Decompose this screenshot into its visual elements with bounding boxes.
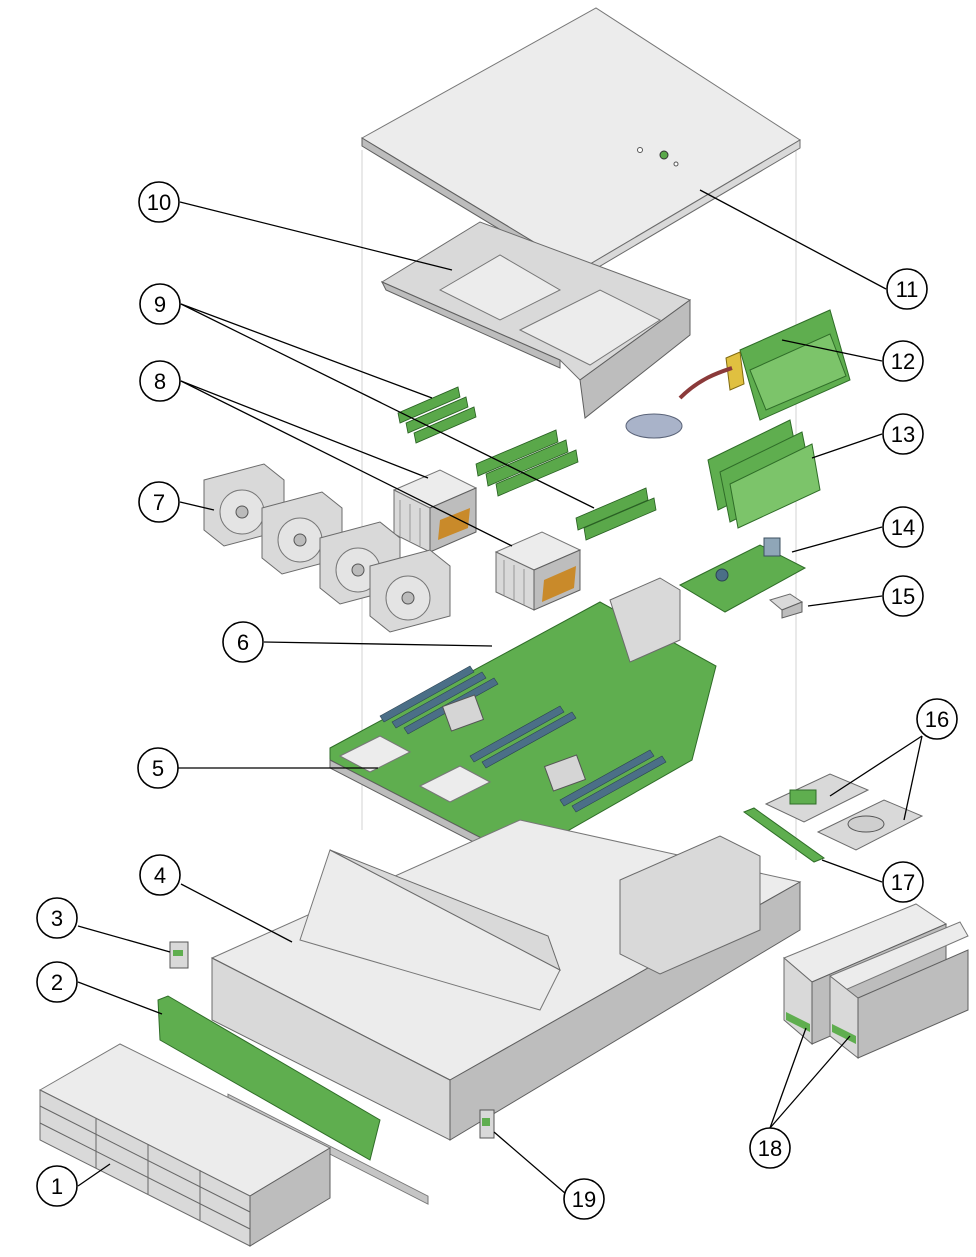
callout-12: 12 bbox=[882, 340, 924, 382]
pcie-riser-assembly bbox=[625, 309, 851, 439]
top-cover bbox=[361, 7, 801, 279]
pcie-cards bbox=[707, 419, 821, 529]
callout-4: 4 bbox=[139, 854, 181, 896]
disk-backplane bbox=[157, 995, 381, 1161]
callout-9-label: 9 bbox=[154, 292, 166, 317]
internal-board bbox=[678, 537, 807, 613]
leader-lines bbox=[77, 189, 923, 1195]
callout-18: 18 bbox=[749, 1127, 791, 1169]
right-control-panel bbox=[479, 1109, 495, 1139]
heatsink-2 bbox=[494, 531, 582, 611]
callout-12-label: 12 bbox=[891, 349, 915, 374]
callout-3: 3 bbox=[36, 897, 78, 939]
callout-15: 15 bbox=[882, 575, 924, 617]
usb-flash-drive bbox=[768, 593, 804, 619]
callout-4-label: 4 bbox=[154, 863, 166, 888]
callout-19-label: 19 bbox=[572, 1187, 596, 1212]
callout-7-label: 7 bbox=[153, 490, 165, 515]
callout-8: 8 bbox=[139, 360, 181, 402]
callout-6: 6 bbox=[222, 621, 264, 663]
callout-10: 10 bbox=[138, 181, 180, 223]
left-control-panel bbox=[169, 941, 189, 969]
callout-10-label: 10 bbox=[147, 190, 171, 215]
callout-13: 13 bbox=[882, 413, 924, 455]
callout-16-label: 16 bbox=[925, 707, 949, 732]
callout-8-label: 8 bbox=[154, 369, 166, 394]
rear-drive-backplane bbox=[742, 807, 826, 863]
callout-15-label: 15 bbox=[891, 584, 915, 609]
fan-modules bbox=[203, 463, 451, 633]
callout-3-label: 3 bbox=[51, 906, 63, 931]
callout-14: 14 bbox=[882, 506, 924, 548]
heatsink-1 bbox=[392, 469, 478, 553]
callout-2: 2 bbox=[36, 961, 78, 1003]
dimm-modules bbox=[397, 386, 657, 541]
callout-9: 9 bbox=[139, 283, 181, 325]
callout-13-label: 13 bbox=[891, 422, 915, 447]
callout-18-label: 18 bbox=[758, 1136, 782, 1161]
power-supplies bbox=[783, 903, 969, 1060]
callout-17-label: 17 bbox=[891, 870, 915, 895]
callout-6-label: 6 bbox=[237, 630, 249, 655]
callout-16: 16 bbox=[916, 698, 958, 740]
callout-5-label: 5 bbox=[152, 756, 164, 781]
callout-19: 19 bbox=[563, 1178, 605, 1220]
callout-11-label: 11 bbox=[896, 277, 919, 302]
motherboard-assembly bbox=[329, 577, 717, 867]
callout-5: 5 bbox=[137, 747, 179, 789]
rear-drive-trays bbox=[764, 773, 924, 851]
callout-17: 17 bbox=[882, 861, 924, 903]
callout-1-label: 1 bbox=[51, 1174, 63, 1199]
server-chassis bbox=[210, 819, 802, 1205]
callout-7: 7 bbox=[138, 481, 180, 523]
callout-2-label: 2 bbox=[51, 970, 63, 995]
callout-11: 11 bbox=[886, 268, 928, 310]
callout-14-label: 14 bbox=[891, 515, 915, 540]
air-duct bbox=[380, 221, 692, 419]
callout-1: 1 bbox=[36, 1165, 78, 1207]
storage-drives bbox=[38, 1043, 332, 1247]
